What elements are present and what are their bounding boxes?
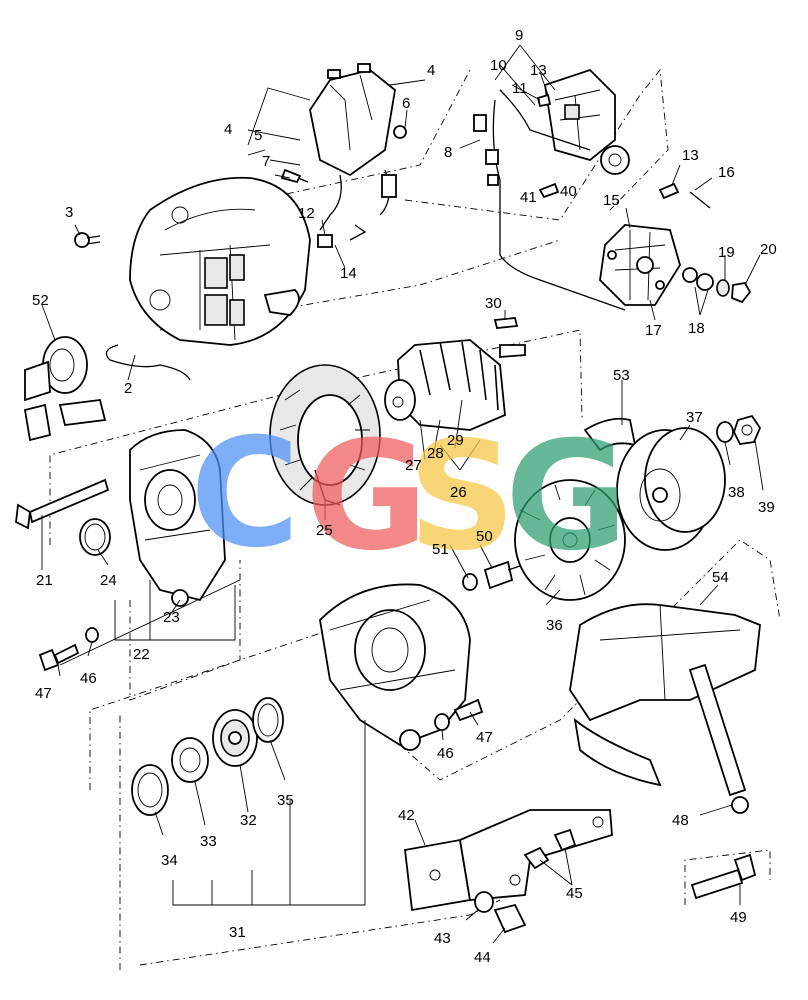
brush-holder-assembly [473,68,630,311]
callout-13-right: 13 [682,147,699,164]
callout-5: 5 [254,127,262,144]
callout-15: 15 [603,192,620,209]
pulley-37 [616,427,726,551]
callout-13-top: 13 [530,62,547,79]
watermark-letter-c: C [190,407,300,581]
callout-10: 10 [490,57,507,74]
callout-17: 17 [645,322,662,339]
screw-3 [74,232,101,248]
callout-9: 9 [515,27,523,44]
watermark-letter-s: S [408,410,516,584]
watermark: C G S G [190,407,628,584]
callout-42: 42 [398,807,415,824]
callout-20: 20 [760,241,777,258]
callout-52: 52 [32,292,49,309]
callout-4-top: 4 [427,62,435,79]
callout-27: 27 [405,457,422,474]
callout-48: 48 [672,812,689,829]
adjusting-bracket-54 [569,603,761,814]
callout-2: 2 [124,380,132,397]
callout-12: 12 [298,205,315,222]
callout-35: 35 [277,792,294,809]
fan-36 [514,479,626,601]
callout-49: 49 [730,909,747,926]
callout-47-left: 47 [35,685,52,702]
callout-38: 38 [728,484,745,501]
callout-21: 21 [36,572,53,589]
callout-41: 41 [520,189,537,206]
o-ring-24 [79,518,111,556]
callout-24: 24 [100,572,117,589]
callout-54: 54 [712,569,729,586]
callout-51: 51 [432,541,449,558]
callout-14: 14 [340,265,357,282]
watermark-letter-g: G [305,410,428,584]
callout-26: 26 [450,484,467,501]
callout-31: 31 [229,924,246,941]
callout-6: 6 [402,95,410,112]
callout-32: 32 [240,812,257,829]
screw-7 [280,168,309,184]
terminal-hardware [682,267,752,304]
callout-18: 18 [688,320,705,337]
pulley-nut [716,414,762,445]
callout-23: 23 [163,609,180,626]
key-30 [493,317,519,329]
rear-housing [129,176,311,346]
callout-37: 37 [686,409,703,426]
regulator-assembly [309,63,407,248]
callout-8: 8 [444,144,452,161]
callout-39: 39 [758,499,775,516]
callout-33: 33 [200,833,217,850]
bearing-stack [131,697,284,816]
rotor-assembly [384,339,526,431]
callout-4-left: 4 [224,121,232,138]
drive-end-housing [129,429,226,607]
spring-clip-2 [105,344,191,381]
callout-29: 29 [447,432,464,449]
watermark-letter-g2: G [505,410,628,584]
callout-34: 34 [161,852,178,869]
rectifier-15 [599,224,681,306]
screw-13-right [658,182,711,209]
callout-28: 28 [427,445,444,462]
callout-50: 50 [476,528,493,545]
bolt-49 [690,853,757,900]
callout-53: 53 [613,367,630,384]
callout-44: 44 [474,949,491,966]
callout-46-left: 46 [80,670,97,687]
callout-22: 22 [133,646,150,663]
callout-7: 7 [262,153,270,170]
callout-labels: 2 3 4 4 5 6 7 8 9 10 11 12 13 13 14 15 1… [32,27,777,966]
callout-19: 19 [718,244,735,261]
callout-36: 36 [546,617,563,634]
callout-leaders [41,44,764,944]
through-bolt-21 [15,478,110,530]
callout-25: 25 [316,522,333,539]
callout-30: 30 [485,295,502,312]
bracket-hardware [474,828,577,934]
bolt-50 [462,560,521,591]
stator-25 [269,364,381,506]
callout-11: 11 [512,80,528,97]
callout-3: 3 [65,204,73,221]
callout-43: 43 [434,930,451,947]
plug-52 [23,336,107,442]
slip-ring-end-frame [319,583,484,751]
callout-16: 16 [718,164,735,181]
bolt-47-left [38,627,99,672]
callout-45: 45 [566,885,583,902]
callout-46-center: 46 [437,745,454,762]
callout-40: 40 [560,183,577,200]
callout-47-center: 47 [476,729,493,746]
